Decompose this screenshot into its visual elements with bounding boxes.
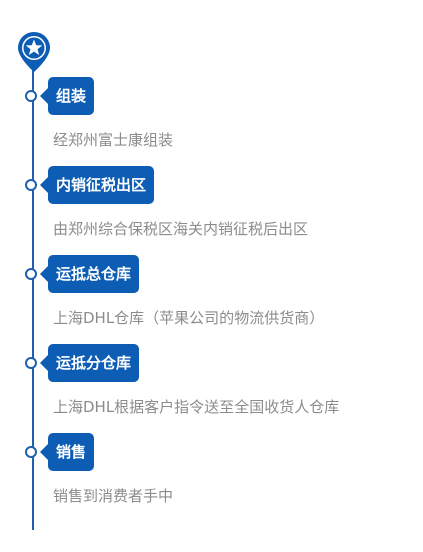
step-tag-arrow [40,443,49,461]
step-node [25,268,37,280]
step-label: 组装 [48,77,95,115]
step-label: 运抵分仓库 [48,344,140,382]
step-node [25,90,37,102]
step-node [25,357,37,369]
step-tag-arrow [40,176,49,194]
step-tag-arrow [40,87,49,105]
step-label: 内销征税出区 [48,166,155,204]
step-description: 经郑州富士康组装 [53,131,174,149]
step-label: 运抵总仓库 [48,255,140,293]
timeline-step: 运抵分仓库 上海DHL根据客户指令送至全国收货人仓库 [0,344,423,424]
step-tag-arrow [40,265,49,283]
step-label: 销售 [48,433,95,471]
timeline-step: 销售 销售到消费者手中 [0,433,423,513]
timeline-line [32,62,34,530]
timeline-step: 运抵总仓库 上海DHL仓库（苹果公司的物流供货商） [0,255,423,335]
step-node [25,446,37,458]
step-description: 上海DHL仓库（苹果公司的物流供货商） [53,309,325,327]
step-node [25,179,37,191]
star-pin-icon [18,32,50,72]
step-tag-arrow [40,354,49,372]
step-description: 由郑州综合保税区海关内销征税后出区 [53,220,309,238]
step-description: 上海DHL根据客户指令送至全国收货人仓库 [53,398,340,416]
step-description: 销售到消费者手中 [53,487,174,505]
timeline-step: 组装 经郑州富士康组装 [0,77,423,157]
timeline-step: 内销征税出区 由郑州综合保税区海关内销征税后出区 [0,166,423,246]
